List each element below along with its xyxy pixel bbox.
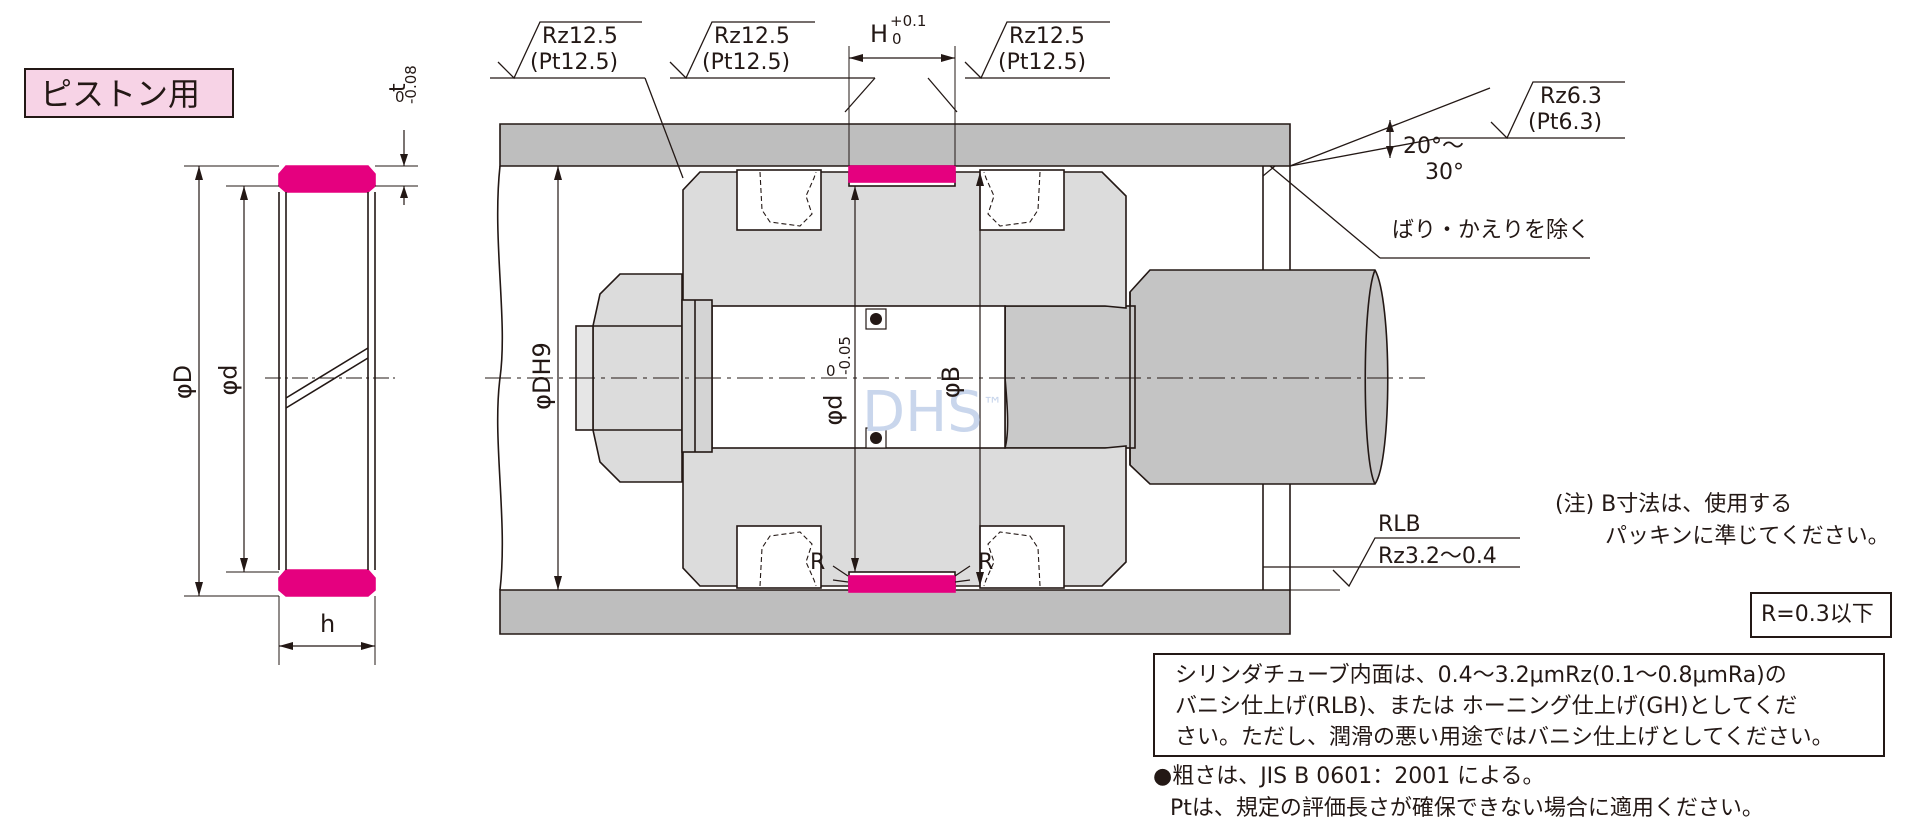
wear-ring-top-installed — [848, 165, 956, 183]
groove-bottom-left — [736, 525, 822, 589]
cylinder-note-line2: バニシ仕上げ(RLB)、または ホーニング仕上げ(GH)としてくだ — [1175, 694, 1798, 719]
roughness-right-rz: Rz12.5 — [1009, 24, 1085, 49]
footnote-line1: ●粗さは、JIS B 0601：2001 による。 — [1153, 764, 1545, 789]
phi-D-label: φD — [169, 364, 198, 400]
R-right-label: R — [978, 550, 994, 575]
ring-top-section — [278, 165, 376, 193]
phi-d-groove-tol-lower: -0.05 — [835, 336, 854, 375]
note-b-line1: (注) B寸法は、使用する — [1555, 492, 1793, 517]
footnote-line2: Ptは、規定の評価長さが確保できない場合に適用ください。 — [1170, 796, 1764, 821]
groove-bottom-right — [979, 525, 1065, 589]
phi-B-label: φB — [937, 365, 966, 399]
roughness-bore-name: RLB — [1378, 512, 1421, 537]
cylinder-note-line1: シリンダチューブ内面は、0.4～3.2μmRz(0.1～0.8μmRa)の — [1175, 663, 1787, 688]
title-box: ピストン用 — [24, 68, 234, 118]
roughness-right-pt: (Pt12.5) — [998, 50, 1087, 75]
phi-d-groove-label: φd — [819, 394, 848, 426]
h-label: h — [320, 610, 336, 638]
o-ring-top — [870, 313, 882, 325]
R-left-label: R — [810, 550, 826, 575]
H-tol-lower: 0 — [892, 30, 902, 48]
cylinder-tube — [496, 123, 1291, 635]
r-spec-text: R=0.3以下 — [1761, 602, 1874, 627]
o-ring-bottom — [870, 432, 882, 444]
chamfer-angle-line1: 20°～ — [1403, 134, 1464, 159]
roughness-left-pt: (Pt12.5) — [530, 50, 619, 75]
wear-ring-bottom-installed — [848, 575, 956, 593]
roughness-mid-rz: Rz12.5 — [714, 24, 790, 49]
roughness-bore-range: Rz3.2～0.4 — [1378, 544, 1497, 569]
r-spec-box: R=0.3以下 — [1750, 592, 1892, 638]
deburr-label: ばり・かえりを除く — [1392, 218, 1591, 243]
page-title: ピストン用 — [40, 75, 201, 113]
chamfer-angle-line2: 30° — [1425, 160, 1464, 185]
roughness-chamfer-pt: (Pt6.3) — [1528, 110, 1603, 135]
t-tolerance-lower: -0.08 — [402, 65, 420, 104]
H-tol-upper: +0.1 — [890, 12, 927, 30]
tube-bottom-wall — [499, 589, 1291, 635]
ring-bottom-section — [278, 569, 376, 597]
phi-d-groove-tol-upper: 0 — [826, 362, 836, 380]
piston-rod — [1001, 269, 1389, 485]
note-b-line2: パッキンに準じてください。 — [1605, 524, 1890, 549]
roughness-chamfer-rz: Rz6.3 — [1540, 84, 1602, 109]
piston-body — [575, 169, 1127, 589]
t-tolerance-upper: 0 — [395, 88, 405, 106]
H-label: H — [870, 20, 889, 48]
cylinder-note-line3: さい。ただし、潤滑の悪い用途ではバニシ仕上げとしてください。 — [1175, 725, 1834, 750]
ring-cut-line — [285, 347, 369, 399]
cylinder-note-box: シリンダチューブ内面は、0.4～3.2μmRz(0.1～0.8μmRa)の バニ… — [1153, 653, 1885, 757]
watermark: DHS™ — [862, 380, 1003, 445]
phi-d-ring-label: φd — [214, 364, 243, 396]
phi-DH9-label: φDH9 — [527, 342, 556, 410]
wear-ring-detail — [184, 130, 418, 665]
tube-top-wall — [499, 123, 1291, 167]
groove-top-left — [736, 169, 822, 231]
roughness-left-rz: Rz12.5 — [542, 24, 618, 49]
roughness-mid-pt: (Pt12.5) — [702, 50, 791, 75]
